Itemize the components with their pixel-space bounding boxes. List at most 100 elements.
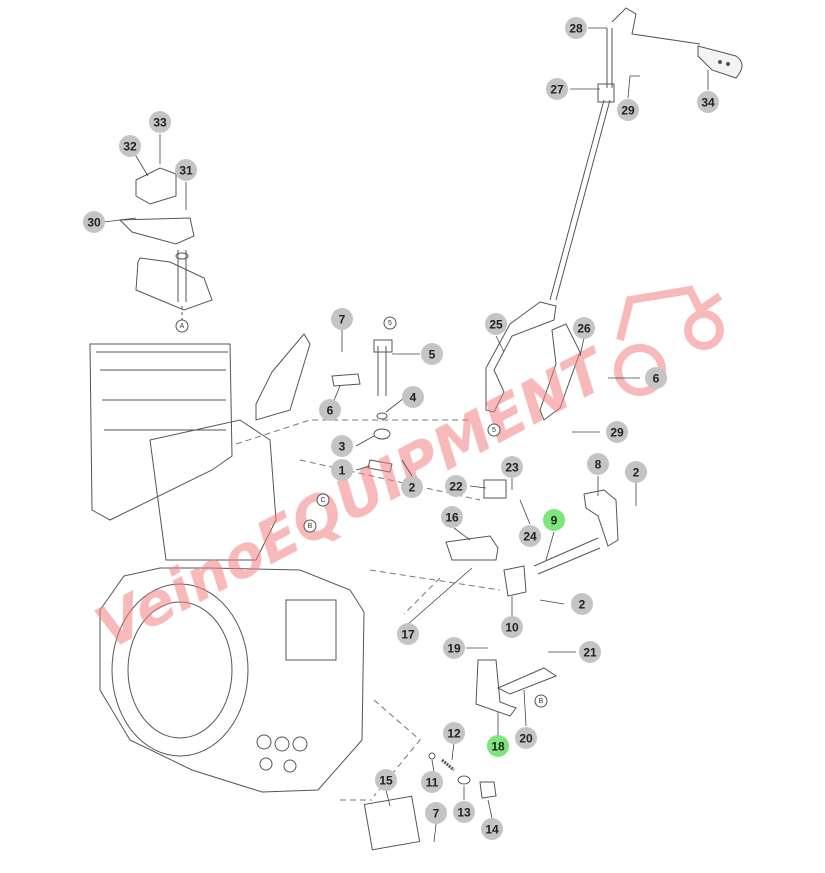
callout-33[interactable]: 33 — [149, 111, 171, 133]
callout-2[interactable]: 2 — [571, 593, 593, 615]
callout-6[interactable]: 6 — [319, 399, 341, 421]
callout-5[interactable]: 5 — [421, 343, 443, 365]
svg-text:C: C — [320, 497, 325, 504]
bracket-18 — [475, 659, 517, 717]
callout-bubble — [546, 78, 568, 100]
callout-30[interactable]: 30 — [83, 211, 105, 233]
callout-number: 28 — [569, 22, 583, 36]
cover-15 — [363, 795, 421, 851]
callout-24[interactable]: 24 — [519, 525, 541, 547]
callout-bubble — [485, 313, 507, 335]
callout-number: 9 — [551, 514, 558, 528]
callout-number: 34 — [701, 96, 715, 110]
callout-bubble — [625, 461, 647, 483]
callout-17[interactable]: 17 — [397, 623, 419, 645]
callout-number: 31 — [179, 164, 193, 178]
callout-bubble — [543, 509, 565, 531]
callout-bubble — [579, 641, 601, 663]
spring-12 — [441, 758, 455, 772]
callout-bubble — [119, 135, 141, 157]
tractor-logo-icon — [614, 285, 724, 396]
callout-bubble — [487, 735, 509, 757]
callout-19[interactable]: 19 — [443, 637, 465, 659]
callout-13[interactable]: 13 — [453, 801, 475, 823]
callout-number: 15 — [379, 774, 393, 788]
callout-bubble — [83, 211, 105, 233]
callout-number: 6 — [653, 372, 660, 386]
callout-26[interactable]: 26 — [573, 317, 595, 339]
callout-number: 29 — [610, 426, 624, 440]
callout-11[interactable]: 11 — [421, 771, 443, 793]
callout-bubble — [402, 386, 424, 408]
callout-3[interactable]: 3 — [331, 435, 353, 457]
reference-marks: A 5 5C B B — [175, 316, 548, 708]
callout-bubble — [565, 17, 587, 39]
lever-20 — [496, 667, 558, 695]
callout-28[interactable]: 28 — [565, 17, 587, 39]
callout-32[interactable]: 32 — [119, 135, 141, 157]
callout-number: 10 — [505, 621, 519, 635]
callout-16[interactable]: 16 — [441, 506, 463, 528]
callout-31[interactable]: 31 — [175, 159, 197, 181]
callout-bubble — [501, 456, 523, 478]
callout-number: 26 — [577, 322, 591, 336]
watermark: VeinoEQUIPMENT — [85, 285, 724, 662]
callout-8[interactable]: 8 — [587, 453, 609, 475]
upper-bracket — [135, 167, 177, 205]
callout-29[interactable]: 29 — [606, 421, 628, 443]
callout-bubble — [421, 771, 443, 793]
callout-4[interactable]: 4 — [402, 386, 424, 408]
leader-lines — [103, 27, 709, 843]
washer-4 — [376, 412, 388, 420]
svg-text:B: B — [308, 523, 313, 530]
ref-mark-5: 5 — [487, 423, 501, 437]
callout-21[interactable]: 21 — [579, 641, 601, 663]
watermark-text: VeinoEQUIPMENT — [85, 334, 621, 662]
callout-number: 11 — [426, 776, 439, 790]
callout-number: 14 — [485, 823, 499, 837]
callout-20[interactable]: 20 — [515, 727, 537, 749]
callout-number: 2 — [409, 481, 416, 495]
bracket-arm — [255, 333, 311, 421]
callout-10[interactable]: 10 — [501, 616, 523, 638]
callout-number: 22 — [449, 480, 463, 494]
callout-27[interactable]: 27 — [546, 78, 568, 100]
callout-1[interactable]: 1 — [331, 459, 353, 481]
callout-number: 13 — [457, 806, 471, 820]
callout-2[interactable]: 2 — [401, 476, 423, 498]
lever-10 — [503, 565, 527, 597]
callout-22[interactable]: 22 — [445, 475, 467, 497]
svg-text:B: B — [539, 698, 544, 705]
callout-25[interactable]: 25 — [485, 313, 507, 335]
bracket-16 — [445, 535, 499, 561]
callout-34[interactable]: 34 — [697, 91, 719, 113]
callout-bubble — [441, 506, 463, 528]
callout-14[interactable]: 14 — [481, 818, 503, 840]
ref-mark-5: 5 — [383, 316, 397, 330]
callout-bubble — [519, 525, 541, 547]
ref-mark-A: A — [175, 319, 189, 333]
callout-7[interactable]: 7 — [425, 802, 447, 824]
callout-2[interactable]: 2 — [625, 461, 647, 483]
callout-9[interactable]: 9 — [543, 509, 565, 531]
callout-6[interactable]: 6 — [645, 367, 667, 389]
svg-text:A: A — [180, 323, 185, 330]
callout-number: 33 — [153, 116, 167, 130]
callout-bubble — [443, 722, 465, 744]
callout-15[interactable]: 15 — [375, 769, 397, 791]
callout-29[interactable]: 29 — [617, 99, 639, 121]
callout-bubble — [331, 435, 353, 457]
callout-bubble — [443, 637, 465, 659]
ref-mark-B: B — [534, 694, 548, 708]
callout-number: 8 — [595, 458, 602, 472]
callout-12[interactable]: 12 — [443, 722, 465, 744]
callout-number: 4 — [410, 391, 417, 405]
callout-bubble — [149, 111, 171, 133]
callout-bubble — [587, 453, 609, 475]
callout-23[interactable]: 23 — [501, 456, 523, 478]
callout-bubble — [645, 367, 667, 389]
callout-18[interactable]: 18 — [487, 735, 509, 757]
callout-7[interactable]: 7 — [331, 308, 353, 330]
